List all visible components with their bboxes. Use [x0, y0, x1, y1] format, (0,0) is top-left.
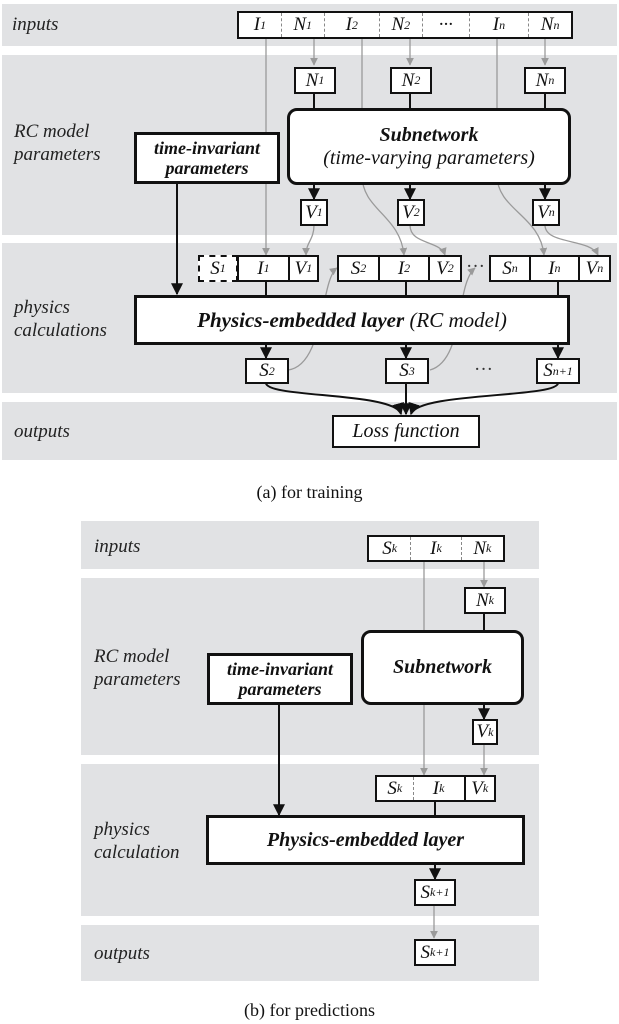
- block-label-line: time-invariant: [153, 138, 260, 158]
- output-ellipsis: ···: [474, 359, 493, 380]
- lane-label-line: calculation: [94, 842, 180, 863]
- caption-b: (b) for predictions: [244, 1000, 375, 1020]
- lane-label-line: physics: [14, 297, 70, 318]
- lane-label-line: physics: [94, 819, 150, 840]
- block-label-line: parameters: [238, 679, 322, 699]
- lane-label-line: calculations: [14, 320, 107, 341]
- state-ellipsis: ···: [466, 256, 485, 277]
- block-label-line: time-invariant: [226, 659, 333, 679]
- time-invariant-parameters-block: time-invariant parameters: [134, 132, 280, 184]
- physics-layer-title: Physics-embedded layer: [197, 307, 405, 332]
- lane-label-outputs: outputs: [14, 421, 70, 442]
- lane-label-inputs: inputs: [94, 536, 141, 557]
- physics-layer-suffix: (RC model): [409, 307, 507, 332]
- lane-label-physics: physics calculation: [94, 818, 179, 864]
- lane-outputs-a: [2, 402, 617, 460]
- lane-label-outputs: outputs: [94, 943, 150, 964]
- lane-outputs-b: [81, 925, 539, 981]
- lane-label-line: RC model: [14, 121, 90, 142]
- lane-label-line: parameters: [14, 144, 101, 165]
- time-invariant-parameters-block: time-invariant parameters: [207, 653, 353, 705]
- subnetwork-block: Subnetwork (time-varying parameters): [287, 108, 571, 185]
- input-cell-ellipsis: ···: [421, 13, 469, 37]
- subnetwork-block: Subnetwork: [361, 630, 524, 705]
- lane-label-line: parameters: [94, 669, 181, 690]
- physics-embedded-layer-block: Physics-embedded layer (RC model): [134, 295, 570, 345]
- lane-label-inputs: inputs: [12, 14, 59, 35]
- subnetwork-title: Subnetwork: [379, 123, 479, 146]
- lane-label-line: RC model: [94, 646, 170, 667]
- block-label-line: parameters: [165, 158, 249, 178]
- loss-function-box: Loss function: [332, 415, 480, 448]
- physics-embedded-layer-block: Physics-embedded layer: [206, 815, 525, 865]
- lane-label-rc-params: RC model parameters: [14, 120, 101, 166]
- lane-label-physics: physics calculations: [14, 296, 107, 342]
- subnetwork-subtitle: (time-varying parameters): [323, 146, 535, 169]
- lane-label-rc-params: RC model parameters: [94, 645, 181, 691]
- caption-a: (a) for training: [256, 482, 363, 502]
